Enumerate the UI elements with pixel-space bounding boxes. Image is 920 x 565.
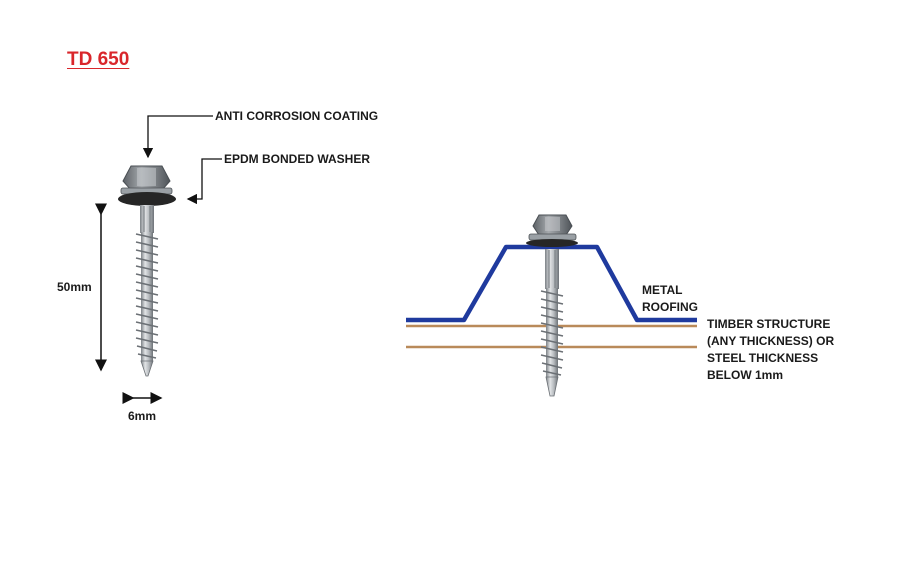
installed-shank xyxy=(545,249,559,289)
roofing-label-line: METAL xyxy=(642,283,683,297)
threaded-body xyxy=(141,232,153,362)
epdm-washer xyxy=(118,192,176,206)
diameter-label: 6mm xyxy=(128,409,157,423)
installed-thread-lines xyxy=(540,290,564,376)
substrate-label: TIMBER STRUCTURE (ANY THICKNESS) OR STEE… xyxy=(707,316,834,384)
screw-left xyxy=(118,165,176,377)
metal-roofing-profile xyxy=(406,244,697,323)
screw-shank xyxy=(140,205,154,233)
washer-label: EPDM BONDED WASHER xyxy=(224,152,371,166)
coating-leader xyxy=(142,115,213,159)
substrate-label-line: TIMBER STRUCTURE xyxy=(707,317,831,331)
product-title: TD 650 xyxy=(67,49,130,70)
substrate-label-line: STEEL THICKNESS xyxy=(707,351,819,365)
roofing-label-line: ROOFING xyxy=(642,300,698,314)
installed-drill-tip xyxy=(545,376,559,397)
hex-head-face xyxy=(137,168,156,186)
screw-installed xyxy=(526,214,578,397)
coating-label: ANTI CORROSION COATING xyxy=(215,109,379,123)
screw-tip xyxy=(140,360,154,377)
roofing-label: METAL ROOFING xyxy=(642,282,698,316)
installed-head-face xyxy=(545,217,560,231)
washer-leader xyxy=(186,158,222,205)
substrate-label-line: BELOW 1mm xyxy=(707,368,784,382)
length-label: 50mm xyxy=(57,280,92,294)
installed-washer xyxy=(526,239,578,247)
substrate-label-line: (ANY THICKNESS) OR xyxy=(707,334,835,348)
thread-lines xyxy=(135,233,159,359)
